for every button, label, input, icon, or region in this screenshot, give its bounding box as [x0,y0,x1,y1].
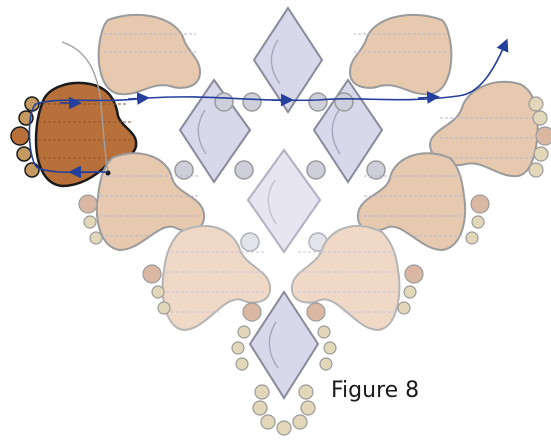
petal-bead-top-right [348,13,453,96]
working-thread-main [28,38,509,174]
diamond-bead-top-center [252,6,324,114]
tail-thread [61,41,109,173]
petal-bead-top-left [97,13,202,96]
diamond-bead-bottom [248,290,320,400]
seed-beads-bottom-tip [252,384,316,436]
figure-caption: Figure 8 [331,378,420,403]
seed-beads-right [528,96,551,178]
petal-bead-lower-left-faded [161,225,272,332]
petal-bead-left-lower [95,152,206,252]
diamond-bead-mid-right [312,78,384,184]
seed-beads-lower-right [306,194,490,371]
thread-arrow-4 [417,91,440,104]
petal-bead-right-lower [356,152,467,252]
petal-bead-lower-right-faded [290,225,401,332]
diamond-bead-mid-left [178,78,252,184]
seed-beads-lower-left [78,194,262,371]
thread-arrow-2 [127,92,150,105]
diamond-bead-center [246,148,322,254]
